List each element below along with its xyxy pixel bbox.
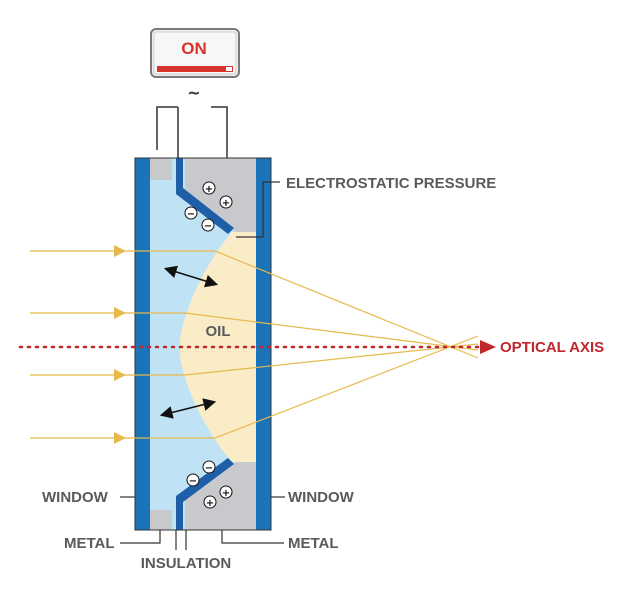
insulation-electrode-top [176,158,234,234]
window-right-label: WINDOW [288,489,355,506]
electrostatic-pressure-leader [236,181,280,238]
metal-block-top-left [150,158,172,180]
metal-block-bottom-left [150,510,172,530]
plus-charge: + [222,198,230,209]
insulation-label: INSULATION [141,555,232,572]
ray-arrowheads [114,245,126,444]
metal-right-label: METAL [288,535,339,552]
deformation-arrow-top [163,265,219,288]
electrostatic-pressure-label: ELECTROSTATIC PRESSURE [286,175,496,192]
charges-bottom: − − + + [186,460,233,509]
metal-block-bottom-right [185,462,256,530]
optical-axis-label: OPTICAL AXIS [500,339,604,356]
minus-charge: − [204,221,212,232]
metal-block-top-right [185,158,256,232]
oil-label: OIL [206,323,231,340]
deformation-arrow-bottom [159,398,217,419]
window-left-glass [135,158,150,530]
charges-top: + + − − [184,181,233,232]
plus-charge: + [205,184,213,195]
minus-charge: − [205,463,213,474]
plus-charge: + [222,488,230,499]
metal-left-leader [120,530,161,544]
on-switch-label: ON [181,39,207,58]
insulation-electrode-bottom [176,458,234,530]
metal-left-label: METAL [64,535,115,552]
ac-source-symbol: ~ [187,83,200,102]
window-right-glass [256,158,271,530]
plus-charge: + [206,498,214,509]
minus-charge: − [187,209,195,220]
chamber-outline [134,157,272,531]
minus-charge: − [189,476,197,487]
wiring [156,106,228,160]
metal-right-leader [221,530,284,544]
on-switch: ON [150,28,240,78]
window-left-label: WINDOW [42,489,109,506]
optical-axis-arrowhead [480,340,496,354]
